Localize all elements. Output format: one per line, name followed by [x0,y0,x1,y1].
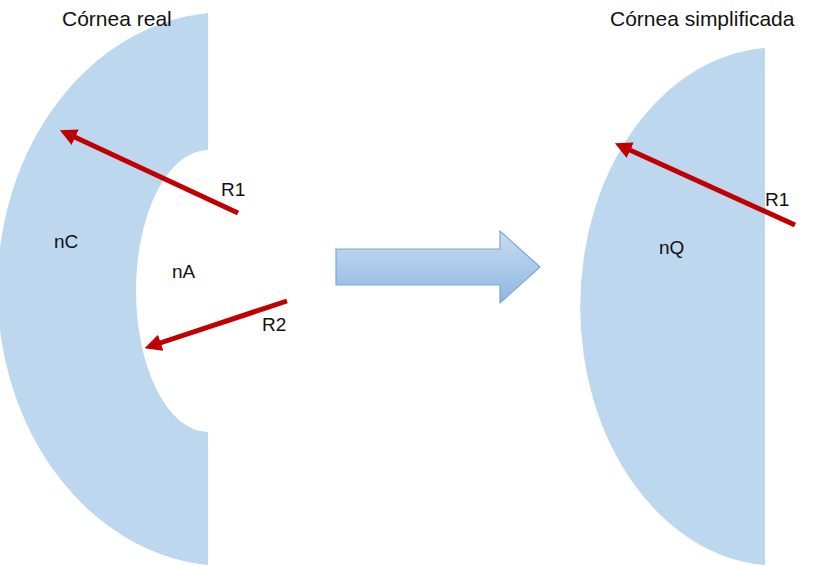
panel-title: Córnea real [62,8,172,29]
radius-label: R2 [262,315,286,334]
radius-label: R1 [221,180,245,199]
index-label: nA [172,262,195,281]
radius-arrow [621,146,795,225]
real-cornea [0,13,208,565]
simplified-cornea [580,48,765,565]
radius-label: R1 [765,190,789,209]
index-label: nQ [659,238,684,257]
panel-title: Córnea simplificada [610,8,794,29]
radius-arrow [151,301,287,346]
index-label: nC [54,232,78,251]
transform-arrow [336,231,540,303]
radius-arrow [66,133,238,213]
